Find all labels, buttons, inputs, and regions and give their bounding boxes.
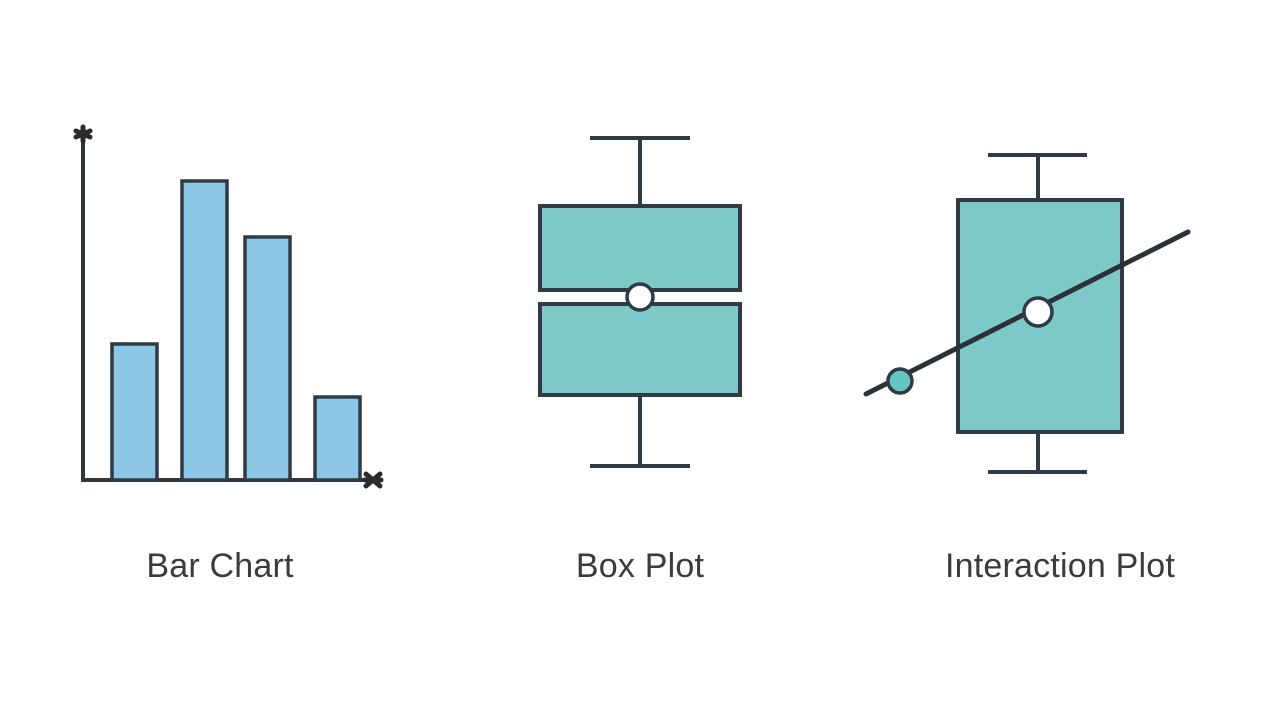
data-point-marker-icon <box>886 367 914 395</box>
whisker-group <box>590 136 690 468</box>
panel-caption-box-plot: Box Plot <box>575 547 705 585</box>
box-plot-icon <box>440 0 840 520</box>
box-upper-quartile <box>538 204 742 292</box>
panel-caption-bar-chart: Bar Chart <box>146 547 294 585</box>
panel-bar-chart[interactable]: Bar Chart <box>0 0 440 720</box>
whisker-group <box>988 153 1087 474</box>
box-lower-quartile <box>538 302 742 397</box>
bar-2 <box>180 179 229 482</box>
bar-group <box>110 179 362 482</box>
y-axis-arrow-icon <box>73 124 93 144</box>
median-marker-icon <box>625 282 655 312</box>
bar-4 <box>313 395 362 482</box>
x-axis-arrow-icon <box>362 471 384 489</box>
panel-caption-interaction-plot: Interaction Plot <box>945 547 1175 585</box>
interaction-plot-icon <box>840 0 1280 520</box>
bar-1 <box>110 342 159 482</box>
panel-interaction-plot[interactable]: Interaction Plot <box>840 0 1280 720</box>
bar-chart-icon <box>0 0 440 520</box>
bar-3 <box>243 235 292 482</box>
panel-box-plot[interactable]: Box Plot <box>440 0 840 720</box>
mean-marker-icon <box>1022 296 1054 328</box>
